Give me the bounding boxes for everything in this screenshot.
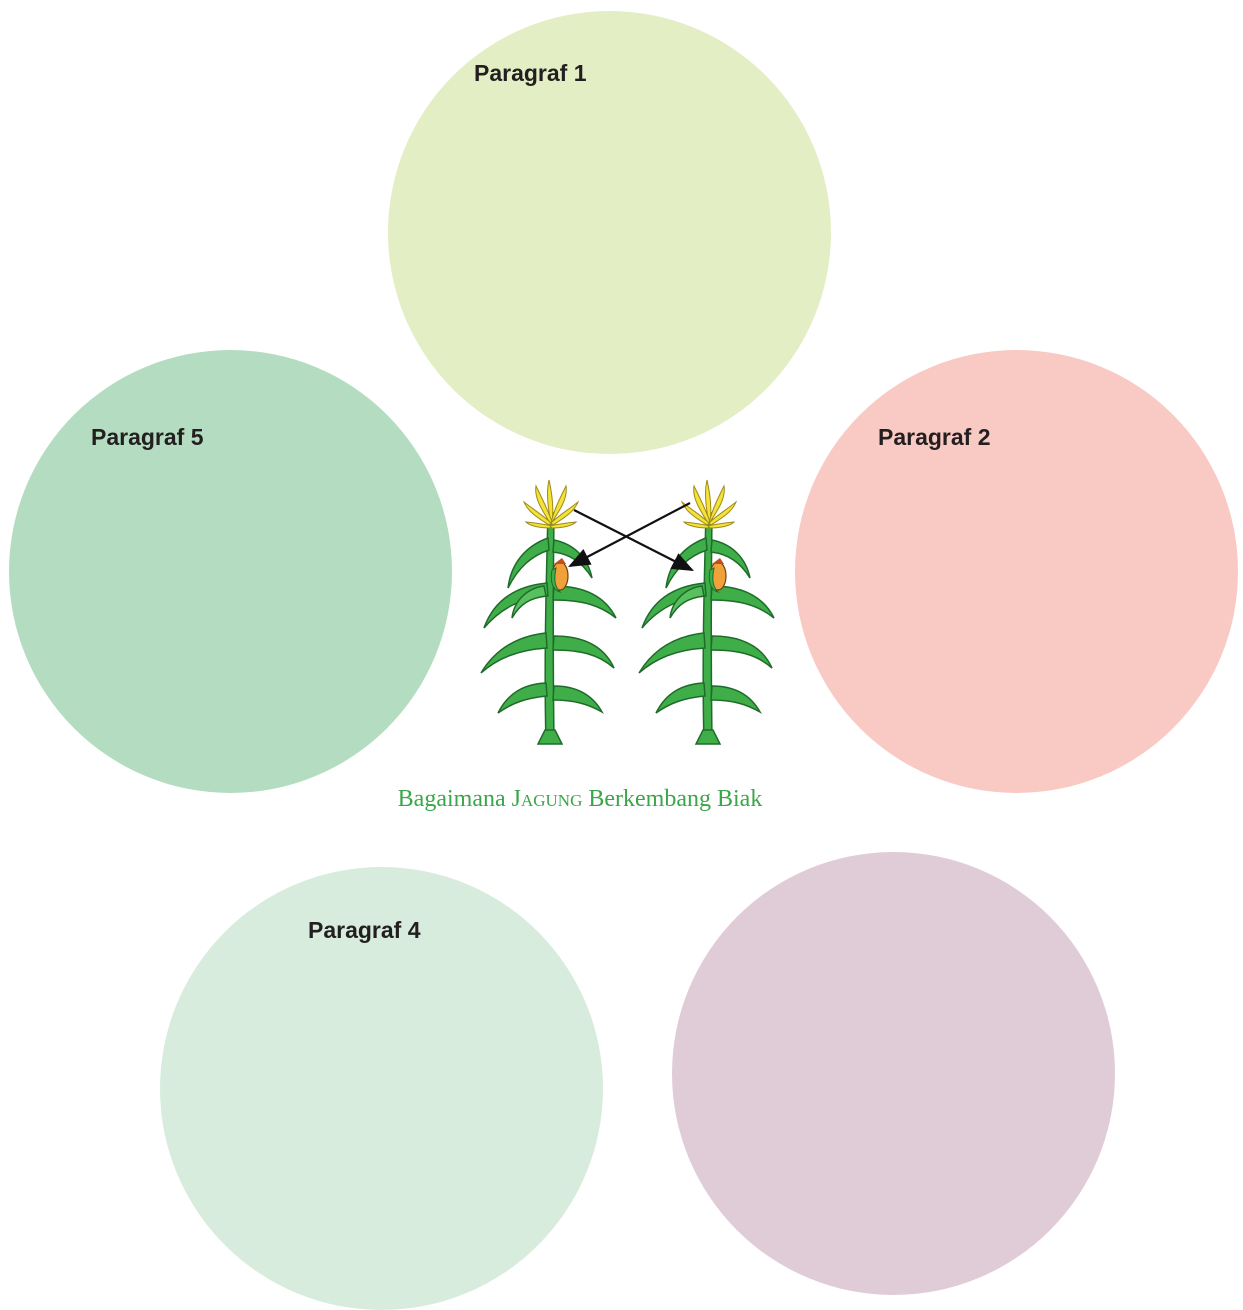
- diagram-caption: Bagaimana JAGUNG Berkembang Biak: [340, 786, 820, 813]
- caption-smallcaps: AGUNG: [520, 791, 583, 810]
- circle-paragraf-4: [160, 867, 603, 1310]
- circle-paragraf-3: [672, 852, 1115, 1295]
- label-paragraf-2: Paragraf 2: [878, 424, 991, 450]
- label-paragraf-4: Paragraf 4: [308, 917, 421, 943]
- circle-paragraf-5: [9, 350, 452, 793]
- label-paragraf-1: Paragraf 1: [474, 60, 587, 86]
- corn-plants-cross-pollination-icon: [480, 479, 775, 745]
- label-paragraf-5: Paragraf 5: [91, 424, 204, 450]
- caption-post: Berkembang Biak: [582, 786, 763, 812]
- circle-paragraf-2: [795, 350, 1238, 793]
- circle-paragraf-1: [388, 11, 831, 454]
- caption-pre: Bagaimana J: [397, 786, 521, 812]
